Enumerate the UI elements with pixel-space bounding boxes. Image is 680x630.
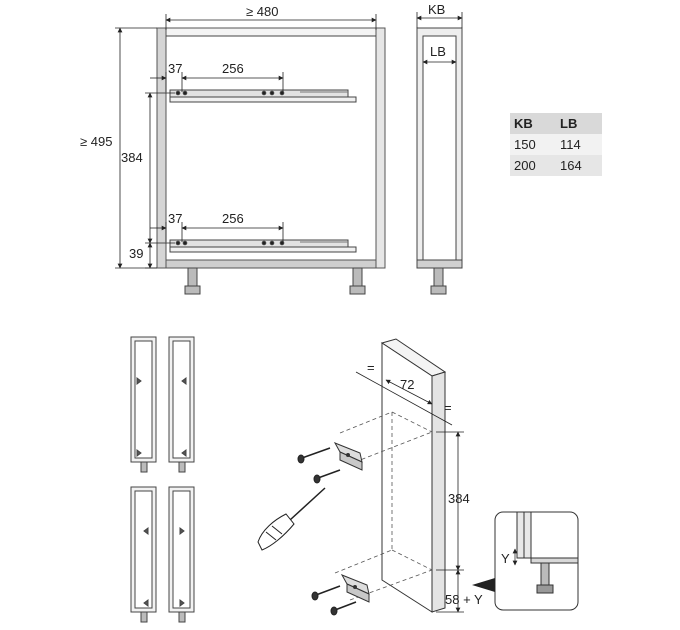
cabinet-leg-left xyxy=(184,267,201,295)
top-slide-dimensions xyxy=(150,72,284,92)
size-table: KB LB 150 114 200 164 xyxy=(510,113,602,176)
dimension-kb xyxy=(416,12,463,28)
detail-pointer-icon xyxy=(472,578,495,592)
panel-offset-label: 72 xyxy=(400,377,414,392)
bottom-offset-label: 39 xyxy=(129,246,143,261)
width-label: ≥ 480 xyxy=(246,4,278,19)
height-label: ≥ 495 xyxy=(80,134,112,149)
bottom-slide-offset-label: 37 xyxy=(168,211,182,226)
table-cell: 200 xyxy=(510,155,556,176)
table-row: 200 164 xyxy=(510,155,602,176)
size-table-header-lb: LB xyxy=(556,113,602,134)
size-table-header-kb: KB xyxy=(510,113,556,134)
size-table-header: KB LB xyxy=(510,113,602,134)
table-cell: 114 xyxy=(556,134,602,155)
equal-sign-top: = xyxy=(367,360,375,375)
mounting-bracket-top xyxy=(333,442,363,471)
kb-label: KB xyxy=(428,2,445,17)
bottom-slide-spacing-label: 256 xyxy=(222,211,244,226)
front-view-cabinet xyxy=(156,27,386,295)
bracket-spacing-label: 384 xyxy=(448,491,470,506)
detail-y-label: Y xyxy=(501,551,510,566)
dimension-height xyxy=(115,27,157,269)
dimension-width xyxy=(165,14,377,30)
mounting-bracket-bottom xyxy=(340,574,370,603)
panel-offset-dimension xyxy=(355,371,453,426)
screw-icons xyxy=(297,447,357,616)
top-slide-offset-label: 37 xyxy=(168,61,182,76)
bottom-drawer-slide xyxy=(169,239,357,253)
detail-inset xyxy=(494,511,579,611)
top-slide-spacing-label: 256 xyxy=(222,61,244,76)
dimension-bottom-offset xyxy=(145,242,157,269)
mini-cabinets xyxy=(130,336,195,623)
table-cell: 164 xyxy=(556,155,602,176)
equal-sign-side: = xyxy=(444,400,452,415)
top-drawer-slide xyxy=(169,89,357,103)
bottom-gap-label: 58 + Y xyxy=(445,592,483,607)
side-view-leg xyxy=(430,267,447,295)
drawer-spacing-label: 384 xyxy=(121,150,143,165)
cabinet-leg-right xyxy=(349,267,366,295)
table-cell: 150 xyxy=(510,134,556,155)
side-view-cabinet xyxy=(416,27,463,295)
bottom-gap-dimension xyxy=(436,569,464,613)
bottom-slide-dimensions xyxy=(150,222,284,242)
lb-label: LB xyxy=(430,44,446,59)
table-row: 150 114 xyxy=(510,134,602,155)
screwdriver-icon xyxy=(257,487,326,551)
